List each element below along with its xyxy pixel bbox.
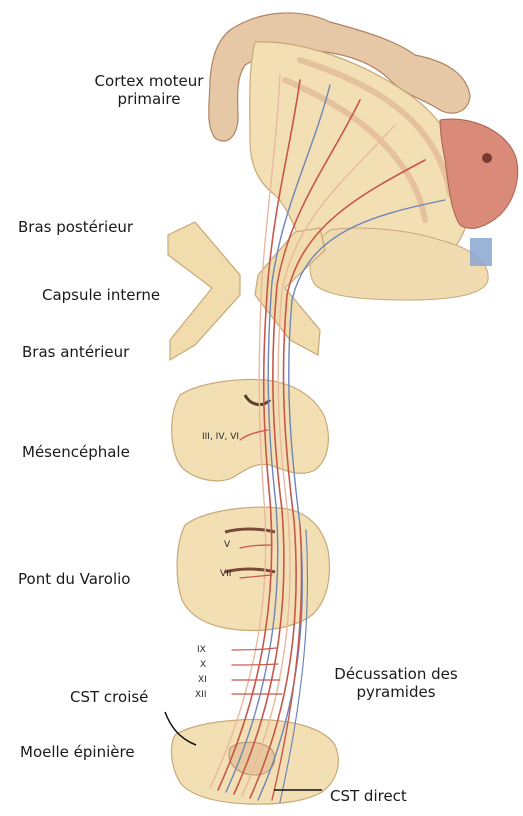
decussation-label-line2: pyramides [310,683,482,701]
capsule-left-limb [168,222,240,360]
bras-posterieur-label: Bras postérieur [18,218,133,236]
cst-croise-label: CST croisé [70,688,148,706]
mesencephale-label: Mésencéphale [22,443,130,461]
lower-hemisphere [310,228,488,300]
nucleus-xii-label: XII [195,690,206,700]
nucleus-ix-label: IX [197,645,206,655]
pont-label: Pont du Varolio [18,570,130,588]
capsule-interne-label: Capsule interne [42,286,160,304]
decussation-label: Décussation des pyramides [310,665,482,701]
midbrain-section [172,380,329,481]
face-eye [482,153,492,163]
nucleus-vii-label: VII [220,569,231,579]
nucleus-xi-label: XI [198,675,207,685]
cortex-label-line1: Cortex moteur [74,72,224,90]
blue-patch [470,238,492,266]
decussation-label-line1: Décussation des [310,665,482,683]
cortex-label: Cortex moteur primaire [74,72,224,108]
nucleus-x-label: X [200,660,206,670]
moelle-label: Moelle épinière [20,743,135,761]
bras-anterieur-label: Bras antérieur [22,343,129,361]
nucleus-mesencephale-label: III, IV, VI [202,432,239,442]
cortex-label-line2: primaire [74,90,224,108]
cst-direct-label: CST direct [330,787,407,805]
nucleus-v-label: V [224,540,230,550]
